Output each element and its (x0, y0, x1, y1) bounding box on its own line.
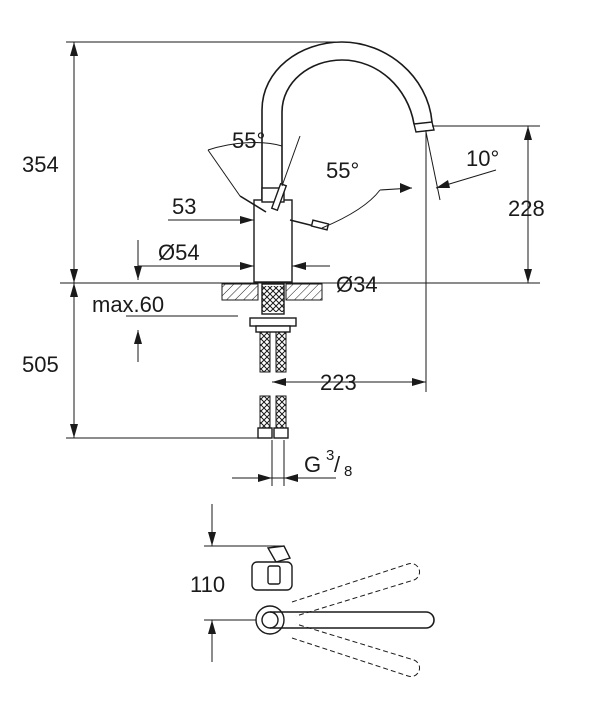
dim-354-arrow-bottom (70, 269, 78, 283)
thread-numerator: 3 (326, 447, 334, 464)
dim-223-arrow-right (412, 378, 426, 386)
dim-223-label: 223 (320, 370, 357, 395)
angle-55a-arc (207, 142, 283, 151)
angle-55b-arc (321, 189, 381, 229)
hose-upper-right (275, 331, 287, 373)
dim-110-arrow-top (208, 532, 216, 546)
lever-right-tip (310, 219, 330, 231)
dim-34-label: Ø34 (336, 272, 378, 297)
angle-55b-arrow (400, 183, 412, 193)
dim-228-arrow-top (524, 126, 532, 140)
dim-54-label: Ø54 (158, 240, 200, 265)
thread-slash: / (334, 452, 341, 477)
hose-fitting-right (273, 427, 289, 439)
angle-55a-leader-left (207, 149, 241, 197)
hose-upper-left (259, 331, 271, 373)
dim-34-arrow (292, 262, 306, 270)
dim-228-label: 228 (508, 196, 545, 221)
top-spout-swivel-up (291, 562, 421, 617)
dim-110-label: 110 (190, 572, 225, 597)
dim-505-arrow-top (70, 283, 78, 297)
top-lever-knob (266, 545, 292, 563)
top-base-inner (261, 611, 279, 629)
lever-left (239, 195, 267, 213)
spout-angle-line (425, 131, 441, 201)
angle-55a-label: 55° (232, 128, 265, 153)
dim-228-arrow-bottom (524, 269, 532, 283)
faucet-body (253, 199, 293, 283)
dim-223-arrow-left (272, 378, 286, 386)
countertop-hatch-right (285, 283, 323, 301)
thread-arrow-left (258, 474, 272, 482)
dim-max60-label: max.60 (92, 292, 164, 317)
angle-55b-label: 55° (326, 158, 359, 183)
mounting-nut (255, 325, 291, 333)
top-spout-swivel-down (291, 623, 421, 678)
dim-54-arrow-right (240, 262, 254, 270)
dim-110-arrow-bottom (208, 620, 216, 634)
hose-lower-left (259, 395, 271, 429)
dim-max60-arrow (134, 330, 142, 344)
dim-354-label: 354 (22, 152, 59, 177)
dim-354-arrow-top (70, 42, 78, 56)
thread-arrow-right (284, 474, 298, 482)
top-spout-main (270, 611, 435, 629)
top-body-cartridge (267, 565, 281, 585)
spout-outer (261, 41, 433, 200)
dim-505-arrow-bottom (70, 424, 78, 438)
spout-inner (281, 59, 415, 200)
angle-10-arrow (436, 180, 450, 188)
dim-505-label: 505 (22, 352, 59, 377)
angle-10-label: 10° (466, 146, 499, 171)
shank-thread (262, 286, 284, 312)
dim-53-label: 53 (172, 194, 196, 219)
aerator-tip (413, 121, 435, 133)
hose-fitting-left (257, 427, 273, 439)
hose-lower-right (275, 395, 287, 429)
angle-55a-leader-right (281, 135, 301, 187)
thread-denominator: 8 (344, 463, 352, 480)
dim-53-arrow (240, 216, 254, 224)
mounting-washer (249, 317, 297, 327)
dim-54-arrow-down (134, 266, 142, 280)
lever-up (270, 182, 288, 212)
thread-g-label: G (304, 452, 321, 477)
countertop-hatch-left (221, 283, 259, 301)
